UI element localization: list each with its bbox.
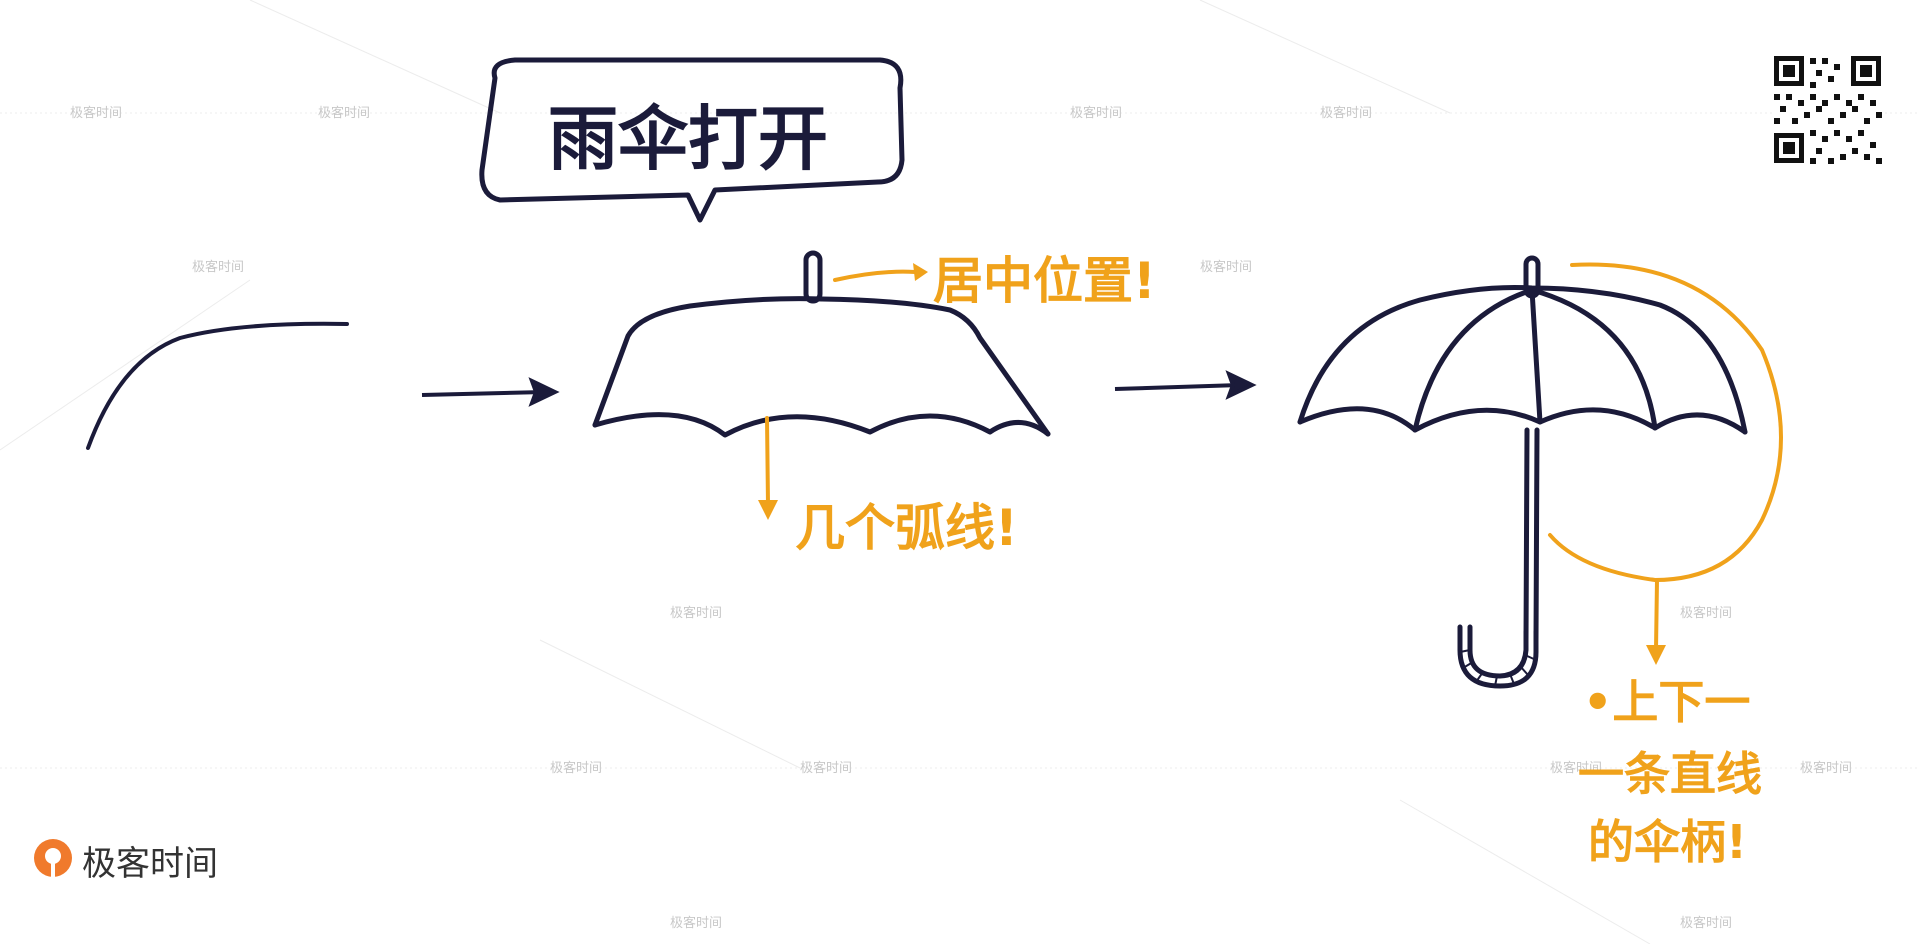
annotation-center: 居中位置! bbox=[833, 252, 1156, 310]
note-arcs: 几个弧线! bbox=[795, 499, 1018, 557]
watermark: 极客时间 bbox=[1550, 760, 1602, 776]
umbrella-rib bbox=[1529, 287, 1658, 431]
watermark: 极客时间 bbox=[800, 760, 852, 776]
bubble-title: 雨伞打开 bbox=[548, 98, 828, 180]
watermark: 极客时间 bbox=[1070, 105, 1122, 121]
umbrella-shaft bbox=[1523, 427, 1540, 643]
watermark: 极客时间 bbox=[192, 259, 244, 275]
watermark: 极客时间 bbox=[318, 105, 370, 121]
brand-name: 极客时间 bbox=[82, 844, 218, 884]
step3-umbrella bbox=[1297, 255, 1748, 689]
arrow-right-icon bbox=[421, 377, 560, 407]
canopy-tip bbox=[803, 250, 823, 304]
watermark: 极客时间 bbox=[1320, 105, 1372, 121]
canopy-scallops bbox=[592, 412, 1051, 438]
note-handle-line2: 一条直线 bbox=[1578, 747, 1762, 801]
arrow-right-icon bbox=[1114, 370, 1257, 400]
watermark: 极客时间 bbox=[1680, 915, 1732, 931]
watermark: 极客时间 bbox=[670, 605, 722, 621]
umbrella-scallops bbox=[1297, 406, 1748, 435]
step1-arc bbox=[86, 321, 349, 450]
watermark-group: 极客时间 极客时间 极客时间 极客时间 极客时间 极客时间 极客时间 极客时间 … bbox=[70, 105, 1852, 931]
annotation-arcs: 几个弧线! bbox=[758, 416, 1018, 557]
canopy-top bbox=[592, 296, 1051, 437]
watermark: 极客时间 bbox=[1680, 605, 1732, 621]
watermark: 极客时间 bbox=[670, 915, 722, 931]
note-handle-line3: 的伞柄! bbox=[1588, 815, 1747, 869]
step2-canopy bbox=[592, 250, 1051, 438]
brand-logo: 极客时间 bbox=[34, 839, 218, 884]
umbrella-rib bbox=[1412, 287, 1535, 433]
geektime-logo-icon bbox=[34, 839, 72, 878]
qr-code-icon bbox=[1773, 55, 1882, 164]
watermark: 极客时间 bbox=[550, 760, 602, 776]
umbrella-handle bbox=[1457, 624, 1539, 689]
handle-stripes bbox=[1459, 649, 1537, 687]
note-center: 居中位置! bbox=[933, 252, 1156, 310]
bubble-outline bbox=[479, 57, 905, 223]
title-bubble: 雨伞打开 bbox=[479, 57, 905, 223]
watermark: 极客时间 bbox=[1800, 760, 1852, 776]
watermark: 极客时间 bbox=[70, 105, 122, 121]
note-handle-line1: •上下一 bbox=[1583, 675, 1750, 729]
annotation-handle: •上下一 一条直线 的伞柄! bbox=[1548, 262, 1783, 869]
watermark: 极客时间 bbox=[1200, 259, 1252, 275]
umbrella-rib bbox=[1529, 287, 1543, 425]
